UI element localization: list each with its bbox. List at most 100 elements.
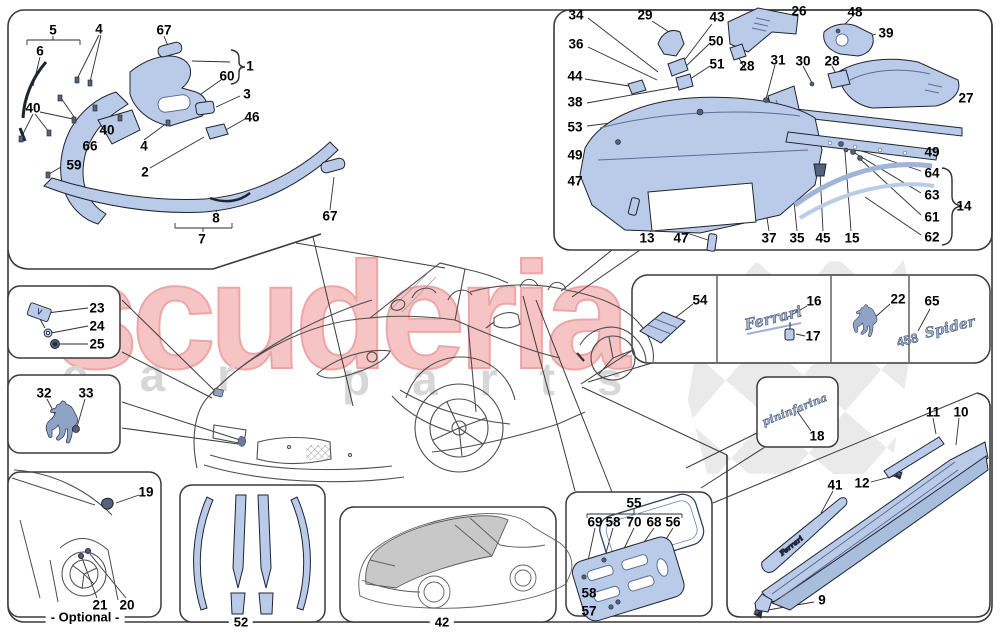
callout-bopt: - Optional - (45, 609, 125, 625)
callout-m16: 16 (806, 293, 822, 309)
callout-b19: 19 (138, 484, 154, 500)
panel-26-vents (751, 17, 771, 32)
cover-27 (837, 58, 960, 109)
callout-t4a: 4 (95, 21, 103, 37)
inner-shield (97, 109, 141, 145)
callout-r15: 15 (844, 230, 860, 246)
callout-r48: 48 (847, 4, 863, 20)
frame-62 (793, 162, 933, 208)
stripe-outer-right (290, 496, 311, 611)
bracket-51 (675, 73, 694, 91)
watermark-word-parts: parts (342, 353, 665, 405)
callout-b58b: 58 (581, 585, 597, 601)
callout-m65: 65 (924, 293, 940, 309)
badges-box-dividers (716, 276, 910, 362)
screw-12 (896, 471, 902, 477)
callout-t46: 46 (244, 109, 260, 125)
callout-r36: 36 (568, 36, 584, 52)
stripe-tip-right (258, 592, 274, 615)
stripe-tip-left (230, 592, 246, 615)
callout-r61: 61 (924, 209, 940, 225)
center-shield-slot (157, 94, 191, 113)
watermark-brand: scuderia (53, 231, 631, 401)
stripe-parts (193, 494, 311, 615)
callout-t40b: 40 (99, 122, 115, 138)
hood-shield-badge (212, 387, 224, 398)
callout-r39: 39 (878, 25, 894, 41)
seal-6 (21, 61, 48, 119)
sill-assembly: Ferrari (754, 436, 989, 615)
prancing-horse-32 (45, 400, 78, 444)
callout-r43: 43 (709, 9, 725, 25)
callout-r35: 35 (789, 230, 805, 246)
callout-m18: 18 (809, 428, 825, 444)
covered-front (365, 515, 509, 589)
callout-m23: 23 (89, 300, 105, 316)
callout-b52: 52 (228, 614, 254, 630)
callout-b11: 11 (925, 404, 941, 420)
callout-m22: 22 (890, 291, 906, 307)
bracket-5 (26, 36, 81, 45)
clip-58b (615, 599, 621, 605)
callout-b70: 70 (626, 514, 642, 530)
callout-r30: 30 (795, 53, 811, 69)
brace-1 (230, 49, 246, 85)
callout-r26: 26 (791, 3, 807, 19)
shield-fastener-parts (26, 302, 60, 349)
pad-67b (320, 157, 346, 174)
sill-shield-long (43, 141, 339, 213)
screw-9 (754, 609, 760, 615)
callout-t4b: 4 (140, 138, 148, 154)
screw-69 (581, 574, 587, 580)
callout-r49b: 49 (924, 144, 940, 160)
frame-61 (798, 182, 935, 220)
clip-58a (601, 557, 607, 563)
callout-r31: 31 (770, 52, 786, 68)
callout-r28a: 28 (739, 58, 755, 74)
callout-t3: 3 (243, 86, 251, 102)
stripe-inner-left (232, 494, 247, 589)
callout-m54: 54 (692, 292, 708, 308)
prancing-horse-22 (852, 304, 878, 337)
stripe-outer-left (193, 496, 214, 611)
horse-badge-parts (45, 400, 80, 444)
callout-b58a: 58 (605, 514, 621, 530)
callout-r14: 14 (956, 198, 972, 214)
callout-r44: 44 (567, 68, 583, 84)
optional-parts (11, 469, 119, 603)
bracket-34 (657, 30, 685, 57)
callout-m17: 17 (805, 328, 821, 344)
sill-callout-boundary (726, 392, 991, 618)
callout-r28b: 28 (824, 53, 840, 69)
front-fasteners (18, 76, 171, 179)
callout-b21: 21 (92, 597, 108, 613)
callout-r29: 29 (637, 7, 653, 23)
callout-t8: 8 (212, 210, 220, 226)
callout-r27: 27 (958, 90, 974, 106)
front-shields-assembly (18, 41, 346, 225)
callout-b42: 42 (429, 614, 455, 630)
bracket-44 (627, 79, 647, 95)
callout-r45: 45 (815, 230, 831, 246)
bracket-28b (827, 69, 851, 89)
stripe-inner-right (257, 494, 272, 589)
trim-strip-11 (883, 436, 945, 479)
callout-r38: 38 (567, 94, 583, 110)
bumper-horse-badge (237, 435, 247, 447)
callout-t2: 2 (141, 164, 149, 180)
callout-b41: 41 (827, 477, 843, 493)
nut-33 (72, 425, 80, 433)
part-46 (205, 123, 229, 140)
brace-14 (941, 167, 963, 246)
bulkhead-cutout (647, 182, 757, 232)
coverage-car (358, 513, 573, 609)
callout-r50: 50 (708, 33, 724, 49)
seal-6b (18, 127, 27, 142)
callout-b10: 10 (953, 404, 969, 420)
callout-t5: 5 (49, 22, 57, 38)
cover-39-hole (835, 33, 849, 47)
callout-b12: 12 (854, 475, 870, 491)
shield-clip-19 (101, 497, 114, 510)
bracket-28a (729, 43, 747, 61)
